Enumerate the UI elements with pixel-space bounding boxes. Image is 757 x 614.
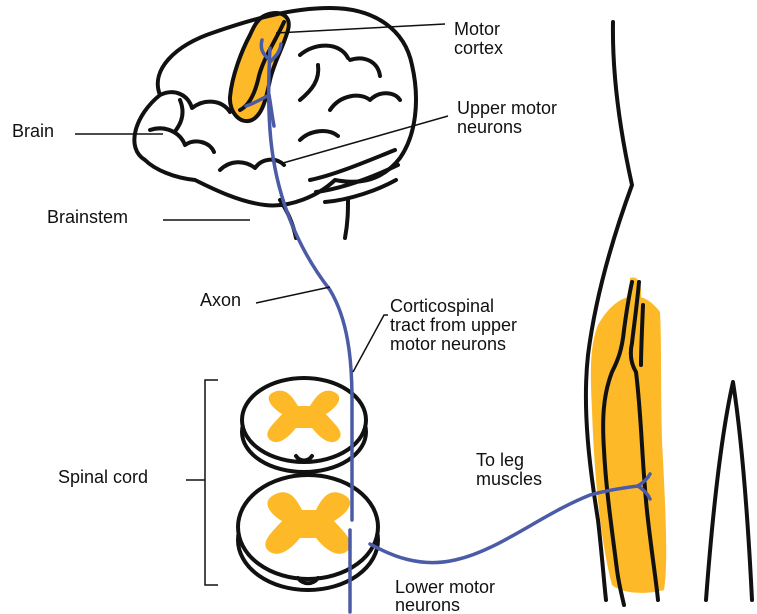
brain-fold <box>300 65 318 100</box>
upper-motor-neurons-label: Upper motor neurons <box>457 98 562 137</box>
upper-motor-neurons-leader <box>283 116 448 163</box>
spinal-cord-section-upper <box>242 378 366 472</box>
spinal-cord-bracket <box>205 380 218 585</box>
brain-fold <box>350 58 380 76</box>
motor-cortex-leader <box>276 24 445 33</box>
brain-fold <box>160 92 230 112</box>
brainstem-right <box>345 200 348 238</box>
spinal-cord-label: Spinal cord <box>58 467 148 487</box>
axon-label: Axon <box>200 290 241 310</box>
brain-label: Brain <box>12 121 54 141</box>
motor-cortex-label: Motor cortex <box>454 19 505 58</box>
brain-fold <box>300 131 338 140</box>
brain-fold <box>176 100 183 130</box>
muscle-line-3 <box>641 305 643 365</box>
to-leg-muscles-label: To leg muscles <box>476 450 542 489</box>
corticospinal-leader <box>353 315 388 372</box>
leg-illustration <box>586 22 752 605</box>
corticospinal-label: Corticospinal tract from upper motor neu… <box>390 296 522 354</box>
lower-motor-neurons-label: Lower motor neurons <box>395 577 500 614</box>
brain-fold <box>330 93 400 110</box>
axon-leader <box>256 287 330 303</box>
brain-fold <box>150 128 214 152</box>
cerebellum <box>316 165 398 192</box>
brain-fold <box>300 46 348 58</box>
leg-outline-right <box>706 382 752 600</box>
spinal-cord-section-lower <box>238 475 378 590</box>
brainstem-label: Brainstem <box>47 207 128 227</box>
